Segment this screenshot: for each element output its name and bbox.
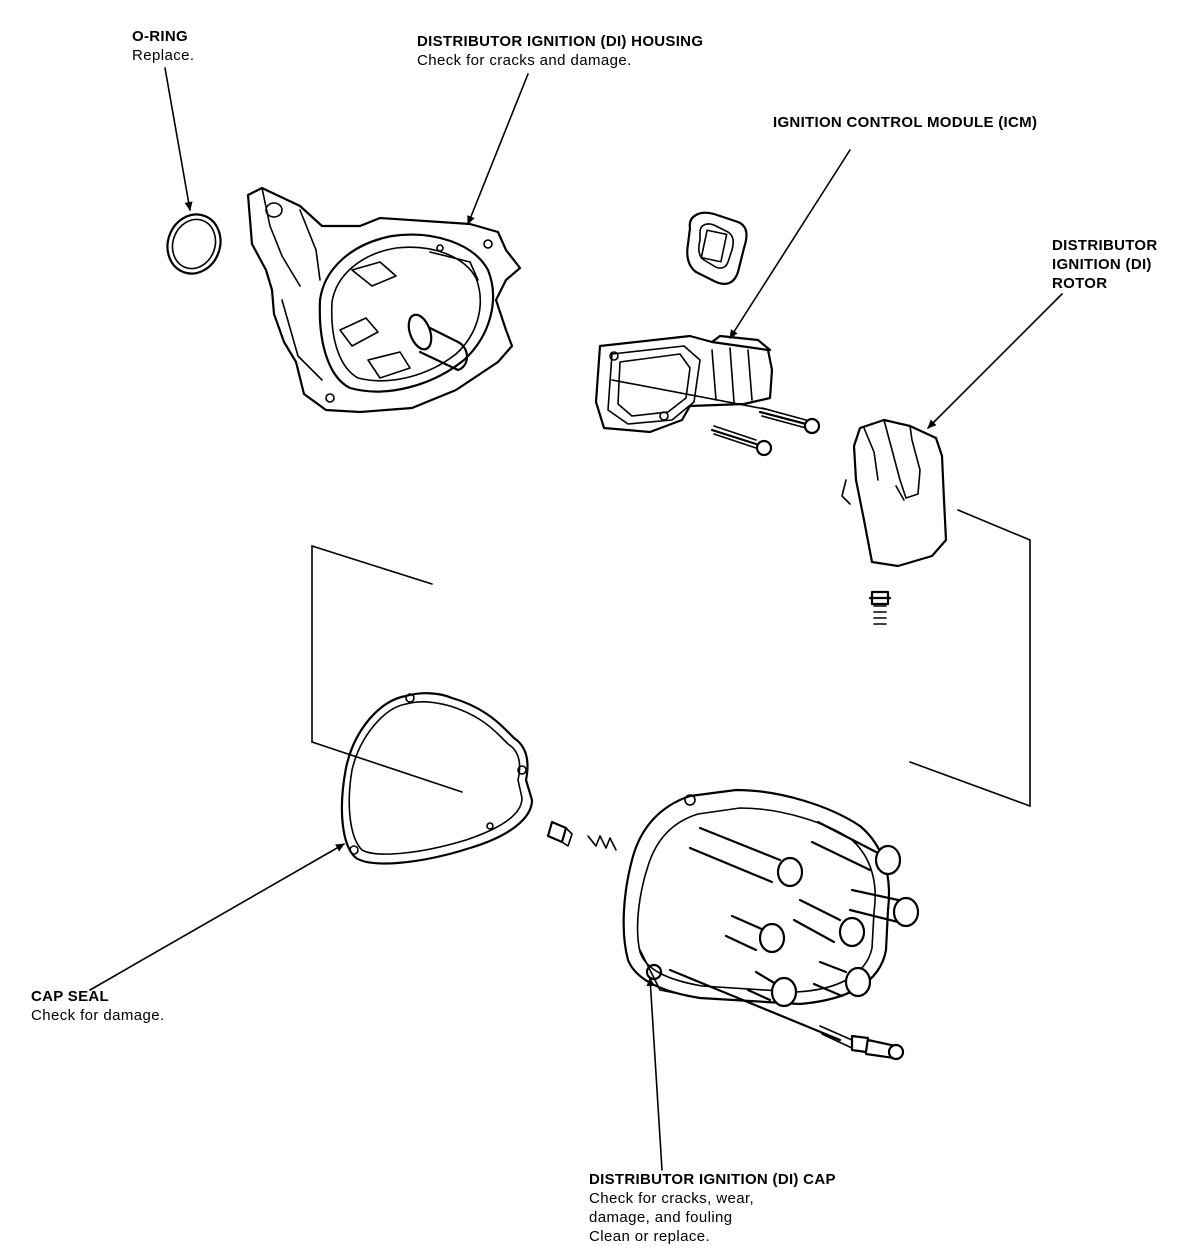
icm-label: IGNITION CONTROL MODULE (ICM) (773, 113, 1037, 132)
rotor-line2: IGNITION (DI) (1052, 256, 1152, 273)
o-ring-title: O-RING (132, 28, 188, 45)
cap-seal-title: CAP SEAL (31, 988, 109, 1005)
cap-seal (340, 692, 534, 865)
cap-seal-label: CAP SEAL Check for damage. (31, 987, 165, 1025)
leader-arrows (89, 67, 1063, 1171)
cap-note-3: Clean or replace. (589, 1228, 711, 1245)
o-ring-label: O-RING Replace. (132, 27, 194, 65)
guide-lines (311, 509, 1031, 807)
carbon-brush-and-spring (546, 820, 617, 851)
ignition-control-module (594, 334, 821, 457)
cap-note-2: damage, and fouling (589, 1209, 733, 1226)
housing-title: DISTRIBUTOR IGNITION (DI) HOUSING (417, 33, 704, 50)
cap-title: DISTRIBUTOR IGNITION (DI) CAP (589, 1171, 836, 1188)
rotor-line3: ROTOR (1052, 275, 1108, 292)
rotor-line1: DISTRIBUTOR (1052, 237, 1158, 254)
o-ring (166, 213, 222, 275)
cap-seal-note: Check for damage. (31, 1007, 165, 1024)
distributor-cap (622, 788, 920, 1061)
distributor-rotor (841, 418, 948, 625)
icm-title: IGNITION CONTROL MODULE (ICM) (773, 114, 1038, 131)
housing-label: DISTRIBUTOR IGNITION (DI) HOUSING Check … (417, 32, 703, 70)
rotor-label: DISTRIBUTOR IGNITION (DI) ROTOR (1052, 236, 1158, 293)
cap-label: DISTRIBUTOR IGNITION (DI) CAP Check for … (589, 1170, 836, 1246)
icm-seal (686, 211, 748, 285)
cap-note-1: Check for cracks, wear, (589, 1190, 755, 1207)
housing-note: Check for cracks and damage. (417, 52, 632, 69)
o-ring-note: Replace. (132, 47, 195, 64)
distributor-housing (246, 186, 522, 414)
